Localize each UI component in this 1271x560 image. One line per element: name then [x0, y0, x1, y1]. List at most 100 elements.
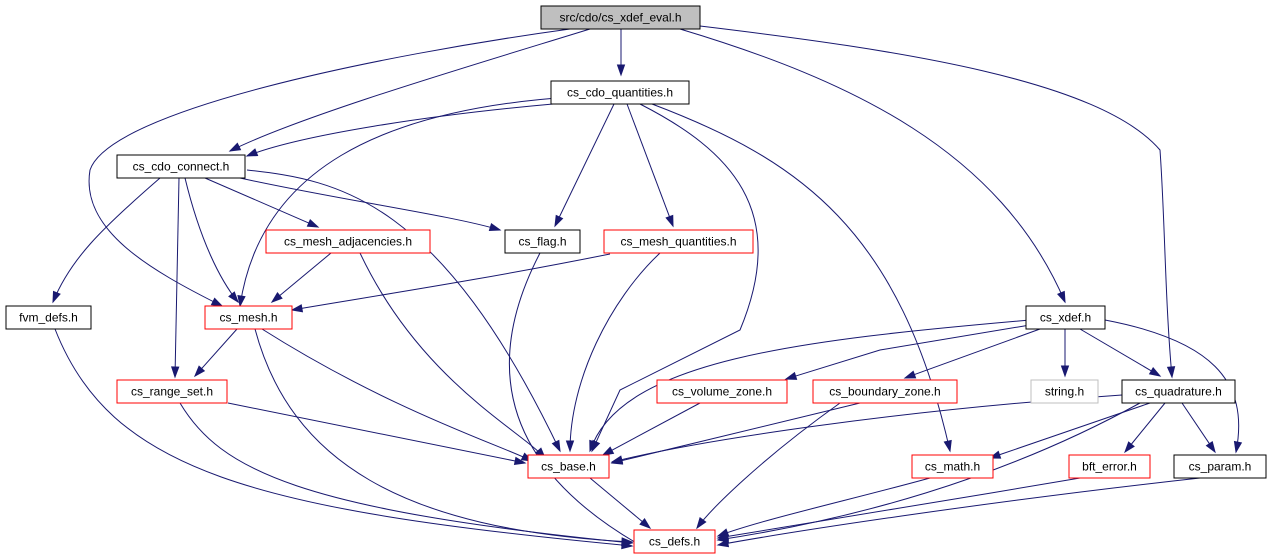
node-mesh[interactable]: cs_mesh.h: [204, 305, 293, 330]
edge-mesh-quantities-to-base: [565, 252, 661, 453]
edge-range-set-to-defs: [179, 402, 634, 547]
edge-line: [595, 103, 759, 443]
edge-cdo-quantities-to-flag: [554, 103, 615, 228]
edge-line: [679, 28, 1066, 303]
edge-arrowhead: [551, 439, 561, 453]
node-cdo-connect[interactable]: cs_cdo_connect.h: [116, 154, 246, 179]
edge-arrowhead: [665, 214, 674, 228]
edge-arrowhead: [210, 297, 224, 307]
edge-root-to-cdo-quantities: [616, 29, 626, 77]
node-param[interactable]: cs_param.h: [1173, 454, 1267, 479]
node-base[interactable]: cs_base.h: [527, 454, 610, 479]
edge-line: [227, 402, 516, 462]
node-label: cs_base.h: [541, 460, 596, 474]
edge-line: [239, 96, 571, 307]
node-box: [5, 305, 92, 330]
node-label: fvm_defs.h: [19, 311, 78, 325]
node-range-set[interactable]: cs_range_set.h: [116, 379, 228, 404]
edge-range-set-to-base: [227, 402, 527, 466]
edge-xdef-to-quadrature: [1079, 328, 1162, 377]
node-mesh-adjacencies[interactable]: cs_mesh_adjacencies.h: [265, 229, 431, 254]
edge-cdo-connect-to-mesh: [184, 177, 239, 304]
node-box: [1030, 379, 1099, 404]
edge-arrowhead: [1205, 440, 1216, 454]
edge-arrowhead: [589, 439, 598, 453]
edge-line: [279, 252, 332, 296]
node-root[interactable]: src/cdo/cs_xdef_eval.h: [540, 5, 701, 30]
edge-line: [611, 402, 701, 451]
node-bft-error[interactable]: bft_error.h: [1068, 454, 1151, 479]
node-box: [812, 379, 958, 404]
edge-cdo-connect-to-base: [246, 169, 561, 453]
edge-line: [626, 103, 670, 217]
edge-line: [239, 177, 501, 231]
edge-xdef-to-string: [1060, 329, 1070, 378]
edge-line: [201, 328, 238, 369]
edge-arrowhead: [1124, 441, 1135, 454]
edge-cdo-quantities-to-cdo-connect: [245, 103, 554, 157]
edge-arrowhead: [1166, 366, 1176, 379]
node-flag[interactable]: cs_flag.h: [504, 229, 581, 254]
edge-cdo-quantities-to-mesh: [237, 96, 571, 308]
node-defs[interactable]: cs_defs.h: [633, 529, 716, 554]
edge-arrowhead: [513, 456, 527, 466]
edge-line: [54, 328, 633, 547]
edge-xdef-to-param: [1104, 319, 1243, 454]
edge-arrowhead: [554, 214, 564, 228]
edge-mesh-to-base: [261, 328, 534, 462]
node-box: [540, 5, 701, 30]
edge-arrowhead: [1233, 440, 1243, 454]
edge-line: [717, 402, 1141, 541]
edge-line: [179, 402, 633, 544]
edge-arrowhead: [616, 64, 626, 77]
node-mesh-quantities[interactable]: cs_mesh_quantities.h: [603, 229, 754, 254]
edge-fvm-defs-to-defs: [54, 328, 634, 550]
edge-arrowhead: [621, 537, 634, 547]
node-box: [550, 80, 690, 105]
edge-line: [174, 177, 180, 368]
node-box: [204, 305, 293, 330]
node-box: [116, 154, 246, 179]
edge-line: [795, 324, 1031, 377]
edge-arrowhead: [601, 446, 615, 456]
edge-arrowhead: [270, 292, 283, 303]
edge-line: [261, 328, 533, 462]
node-xdef[interactable]: cs_xdef.h: [1025, 305, 1106, 330]
node-label: cs_defs.h: [649, 535, 700, 549]
edge-root-to-mesh: [88, 28, 571, 307]
edge-line: [88, 28, 571, 307]
node-boundary-zone[interactable]: cs_boundary_zone.h: [812, 379, 958, 404]
edge-line: [229, 28, 591, 152]
node-label: src/cdo/cs_xdef_eval.h: [559, 11, 681, 25]
edge-cdo-connect-to-fvm-defs: [52, 177, 161, 304]
edge-line: [52, 177, 161, 303]
edge-arrowhead: [784, 371, 798, 380]
edge-line: [1130, 402, 1166, 445]
node-box: [1025, 305, 1106, 330]
edge-line: [589, 477, 643, 522]
edge-arrowhead: [1060, 365, 1070, 378]
edge-arrowhead: [565, 440, 575, 453]
node-fvm-defs[interactable]: fvm_defs.h: [5, 305, 92, 330]
node-volume-zone[interactable]: cs_volume_zone.h: [656, 379, 788, 404]
edge-volume-zone-to-base: [601, 402, 701, 456]
edge-arrowhead: [228, 291, 239, 304]
node-math[interactable]: cs_math.h: [911, 454, 994, 479]
edge-base-to-defs: [589, 477, 652, 529]
edge-arrowhead: [716, 538, 730, 548]
edge-arrowhead: [228, 142, 242, 152]
node-label: cs_xdef.h: [1040, 311, 1091, 325]
node-label: cs_volume_zone.h: [672, 385, 772, 399]
edge-mesh-adjacencies-to-mesh: [270, 252, 332, 303]
edge-boundary-zone-to-base: [610, 402, 861, 465]
edge-line: [558, 103, 615, 218]
edge-line: [914, 328, 1041, 376]
edge-mesh-to-defs: [254, 328, 634, 546]
node-cdo-quantities[interactable]: cs_cdo_quantities.h: [550, 80, 690, 105]
edge-arrowhead: [237, 294, 246, 308]
edge-arrowhead: [171, 366, 180, 379]
node-quadrature[interactable]: cs_quadrature.h: [1121, 379, 1236, 404]
node-box: [633, 529, 716, 554]
edge-line: [254, 328, 633, 543]
